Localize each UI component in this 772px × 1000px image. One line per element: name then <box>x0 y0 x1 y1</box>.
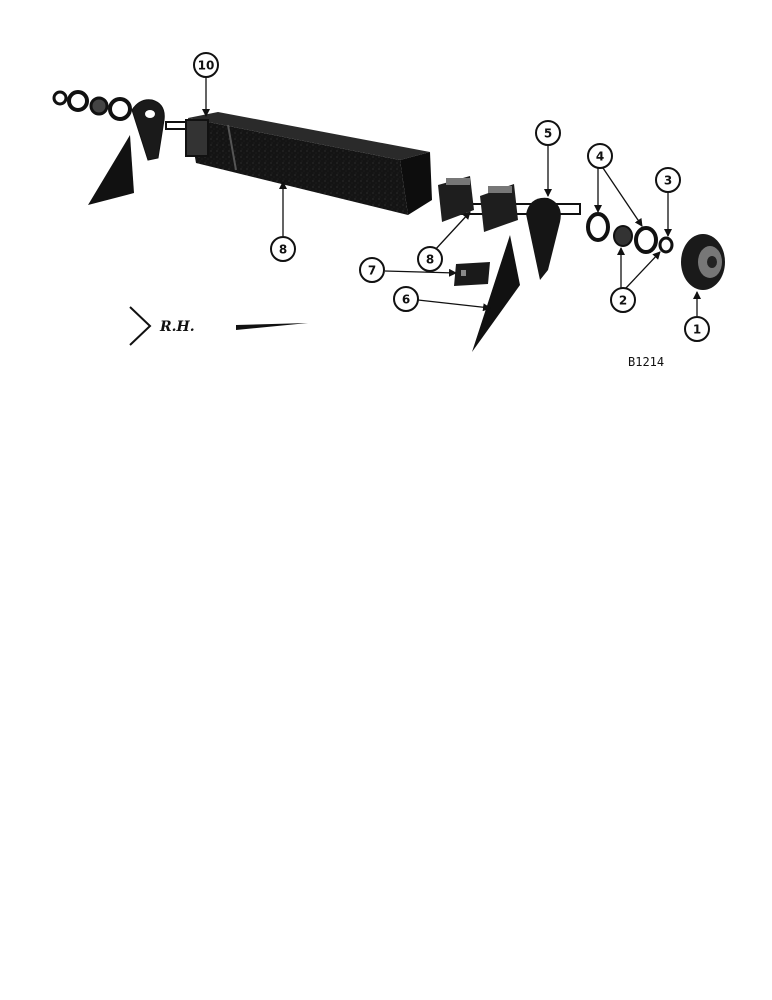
right-triangular-shield <box>472 235 520 352</box>
leader-4b <box>602 167 643 227</box>
callout-6: 6 <box>393 286 419 312</box>
pulley <box>681 234 725 290</box>
callout-5-label: 5 <box>544 127 552 141</box>
callout-8-main-label: 8 <box>279 243 287 257</box>
right-washer-small <box>658 236 674 254</box>
right-bearing <box>613 225 633 247</box>
callout-3-label: 3 <box>664 174 672 188</box>
callout-set: 10 8 5 8 7 6 4 3 <box>193 52 710 342</box>
callout-8-bracket: 8 <box>417 246 443 272</box>
pulley-hub <box>707 256 717 268</box>
right-bracket-2 <box>480 184 518 232</box>
main-roller-seam <box>227 124 237 171</box>
leader-8-bracket <box>433 211 471 252</box>
left-washer-1 <box>52 90 68 106</box>
direction-indicator: R.H. <box>129 306 308 346</box>
left-washer-set <box>52 90 132 121</box>
left-washer-3 <box>89 96 109 116</box>
callout-7: 7 <box>359 257 385 283</box>
left-triangular-shield <box>88 135 134 205</box>
callout-1: 1 <box>684 316 710 342</box>
callout-10: 10 <box>193 52 219 78</box>
callout-2: 2 <box>610 287 636 313</box>
figure-id: B1214 <box>628 355 664 369</box>
right-bracket-1 <box>438 176 474 222</box>
leader-7 <box>384 268 457 277</box>
callout-2-label: 2 <box>619 294 627 308</box>
right-bracket-2-face <box>488 186 512 193</box>
callout-7-label: 7 <box>368 264 376 278</box>
main-roller-end-face <box>400 152 432 215</box>
leader-6 <box>417 299 491 312</box>
left-bracket-plate <box>131 99 165 161</box>
main-roller-front-face <box>188 118 408 215</box>
left-washer-4 <box>108 97 132 121</box>
left-washer-2 <box>67 90 89 112</box>
right-washer-set <box>586 212 674 254</box>
callout-1-label: 1 <box>693 323 701 337</box>
callout-10-label: 10 <box>198 59 215 73</box>
leader-lines <box>202 78 701 316</box>
small-block <box>454 262 490 286</box>
callout-8-bracket-label: 8 <box>426 253 434 267</box>
main-roller-end-cap <box>185 119 209 157</box>
small-block-hole <box>461 270 466 276</box>
main-roller-top-face <box>188 112 430 160</box>
leader-2b <box>625 251 661 289</box>
callout-3: 3 <box>655 167 681 193</box>
right-bracket-1-face <box>446 178 470 185</box>
right-washer-medium <box>634 226 658 254</box>
arrow-right-icon <box>236 323 308 330</box>
main-roller-assembly <box>185 112 432 215</box>
callout-8-main: 8 <box>270 236 296 262</box>
direction-label: R.H. <box>159 319 195 335</box>
callout-4-label: 4 <box>596 150 604 164</box>
callout-6-label: 6 <box>402 293 410 307</box>
right-shaft-assembly <box>438 176 581 280</box>
chevron-right-icon <box>129 306 152 346</box>
right-washer-large <box>586 212 610 242</box>
left-bracket-hole <box>145 110 155 118</box>
callout-5: 5 <box>535 120 561 146</box>
right-shaft-plate <box>526 197 561 280</box>
callout-4: 4 <box>587 143 613 169</box>
